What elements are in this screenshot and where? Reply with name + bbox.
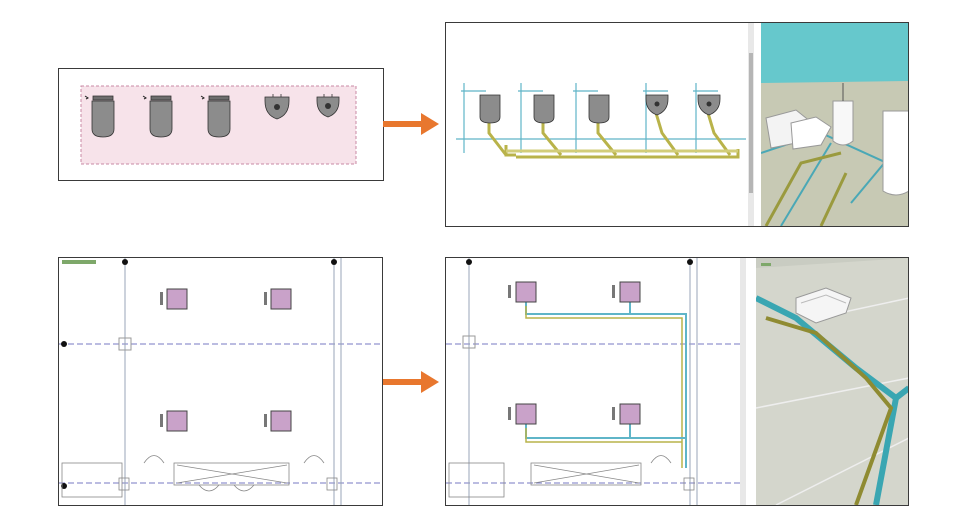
toilet-icon[interactable] (588, 94, 610, 124)
fixture-box[interactable] (160, 410, 188, 432)
urinal-icon[interactable] (316, 94, 340, 118)
fixture-box[interactable] (264, 288, 292, 310)
toilet-icon[interactable] (142, 95, 173, 138)
toilet-icon[interactable] (479, 94, 501, 124)
grid-bubble-icon[interactable] (331, 259, 337, 265)
urinal-icon[interactable] (264, 94, 290, 120)
vertical-scrollbar[interactable] (740, 258, 746, 505)
piped-fixtures-plan-canvas[interactable] (446, 23, 754, 226)
fixture-box[interactable] (612, 403, 641, 425)
fixture-box[interactable] (508, 281, 537, 303)
fixture-box[interactable] (264, 410, 292, 432)
grid-bubble-icon[interactable] (61, 483, 67, 489)
box-layout-panel (58, 257, 383, 506)
piped-fixtures-panel (445, 22, 909, 227)
urinal-icon[interactable] (697, 94, 721, 116)
3d-view-boxes[interactable] (756, 258, 908, 505)
toilet-icon[interactable] (533, 94, 555, 124)
column-lines (468, 258, 698, 505)
3d-boxes-render (756, 258, 908, 505)
3d-view-fixtures[interactable] (761, 23, 908, 226)
grid-bubble-icon[interactable] (466, 259, 472, 265)
floor-plan-details (448, 455, 695, 498)
urinal-icon[interactable] (645, 94, 669, 116)
fixture-selection-panel (58, 68, 384, 181)
grid-bubble-icon[interactable] (122, 259, 128, 265)
column-lines (124, 258, 342, 505)
piped-box-network (525, 302, 687, 468)
arrow-right-icon (383, 113, 439, 135)
piped-box-plan-canvas[interactable] (446, 258, 746, 505)
grid-bubble-icon[interactable] (687, 259, 693, 265)
grid-bubble-icon[interactable] (61, 341, 67, 347)
arrow-right-icon (383, 371, 439, 393)
scrollbar-thumb[interactable] (749, 53, 753, 193)
yellow-pipe-network (487, 112, 740, 159)
3d-fixtures-render (761, 23, 908, 226)
floor-plan-details (61, 455, 338, 498)
grid-lines (59, 343, 382, 484)
piped-box-layout-panel (445, 257, 909, 506)
fixture-selection-canvas[interactable] (59, 69, 384, 181)
fixture-box[interactable] (508, 403, 537, 425)
toilet-icon[interactable] (84, 95, 115, 138)
grid-lines (446, 343, 746, 484)
toilet-icon[interactable] (200, 95, 231, 138)
fixture-box[interactable] (612, 281, 641, 303)
fixture-box[interactable] (160, 288, 188, 310)
box-layout-plan-canvas[interactable] (59, 258, 383, 506)
